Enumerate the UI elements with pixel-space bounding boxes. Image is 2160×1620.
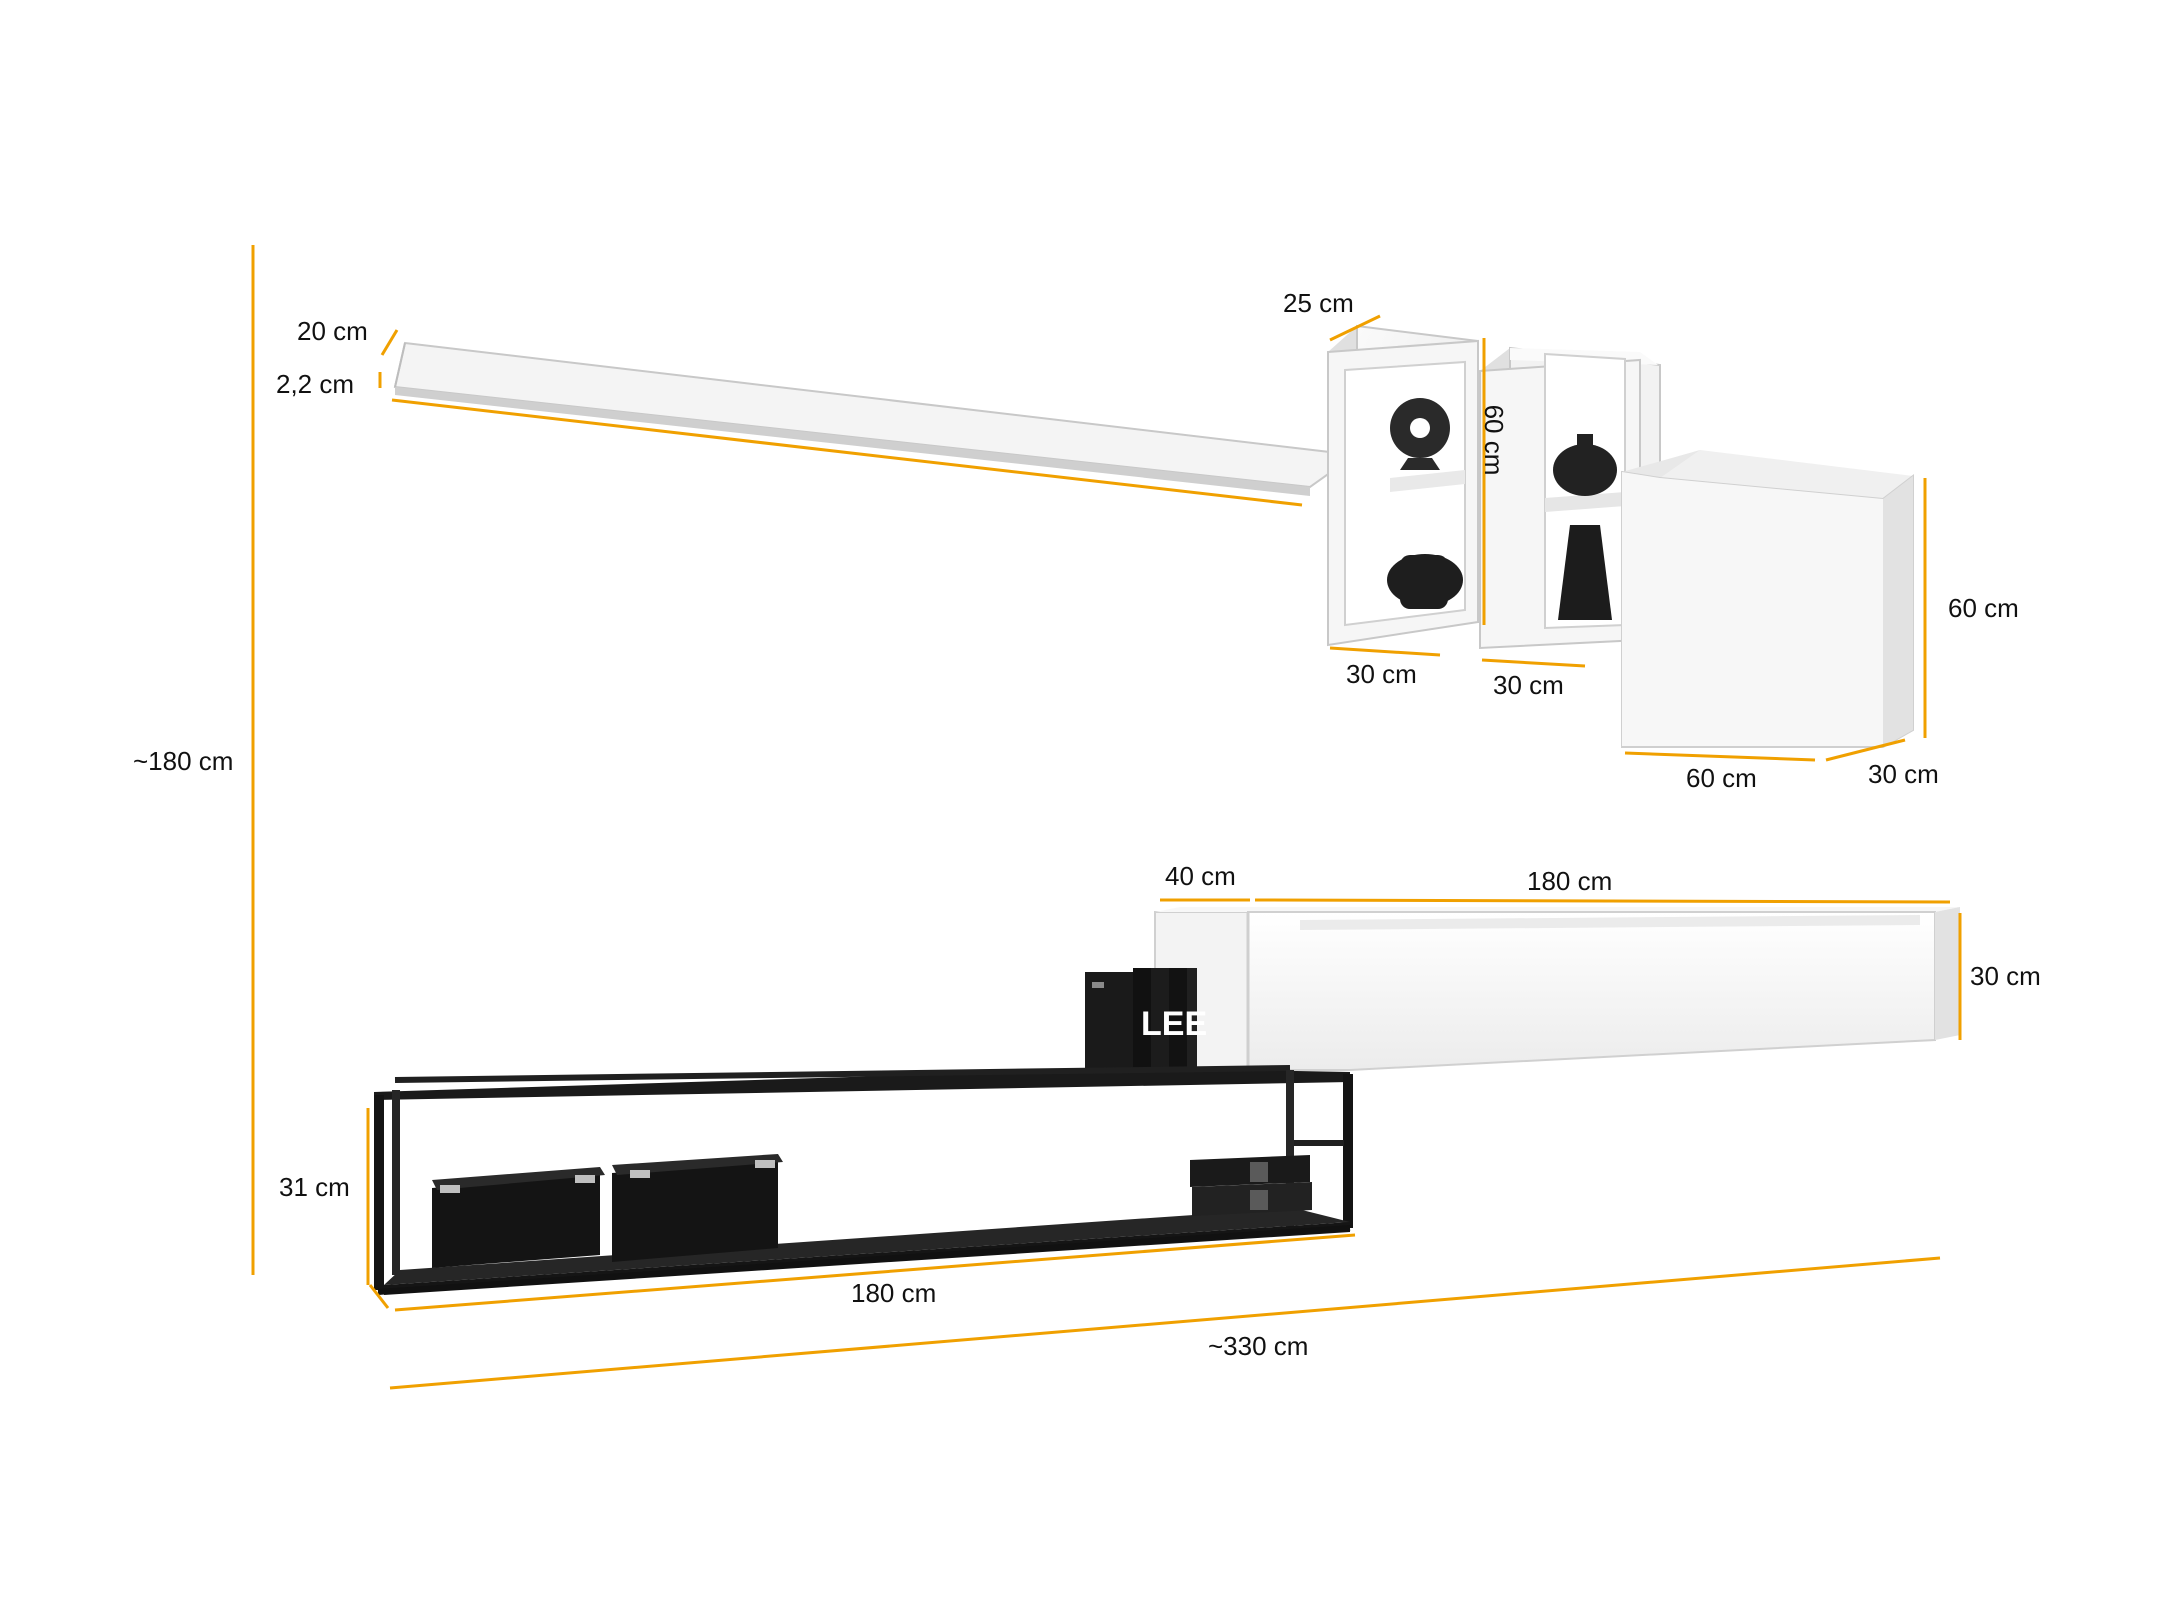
label-cube-width: 60 cm <box>1686 763 1757 793</box>
figurine-decoration <box>1387 554 1463 609</box>
hanging-lowboard-cabinet <box>1154 907 1960 1071</box>
books-stack-bottom <box>1190 1155 1312 1216</box>
label-cabinet-depth: 40 cm <box>1165 861 1236 891</box>
dim-line-vitrine1-width <box>1329 646 1441 657</box>
label-cabinet-width: 180 cm <box>1527 866 1612 896</box>
wall-shelf <box>393 341 1358 496</box>
vase-decoration-top <box>1553 434 1617 496</box>
dimension-lines <box>251 245 1962 1390</box>
storage-box-2 <box>612 1154 783 1262</box>
label-shelf-depth: 20 cm <box>297 316 368 346</box>
label-cabinet-height: 30 cm <box>1970 961 2041 991</box>
gear-decoration <box>1390 398 1450 470</box>
dim-line-cube-depth <box>1825 738 1906 762</box>
book-spine-text: LEE <box>1141 1005 1207 1043</box>
metal-rack-shelf <box>374 1065 1353 1295</box>
cube-cabinet <box>1621 450 1914 748</box>
vase-decoration-bottom <box>1558 525 1612 620</box>
dim-line-rack-depth <box>368 1284 390 1309</box>
storage-box-1 <box>432 1167 605 1268</box>
label-rack-height: 31 cm <box>279 1172 350 1202</box>
label-rack-width: 180 cm <box>851 1278 936 1308</box>
dim-line-rack-width <box>394 1233 1356 1312</box>
dim-line-shelf-length <box>391 398 1303 507</box>
vitrine-cabinet-1 <box>1327 324 1479 647</box>
books-stack-top: LEE <box>1085 968 1207 1072</box>
label-cube-depth: 30 cm <box>1868 759 1939 789</box>
dim-line-vitrine2-width <box>1481 658 1586 668</box>
label-vitrine-height: 60 cm <box>1479 405 1509 476</box>
label-total-height: ~180 cm <box>133 746 233 776</box>
label-vitrine-depth: 25 cm <box>1283 288 1354 318</box>
dim-line-cabinet-width <box>1254 898 1951 904</box>
dim-line-total-width <box>389 1256 1941 1390</box>
label-cube-height: 60 cm <box>1948 593 2019 623</box>
label-vitrine2-width: 30 cm <box>1493 670 1564 700</box>
label-total-width: ~330 cm <box>1208 1331 1308 1361</box>
dim-line-vitrine-depth <box>1329 314 1381 342</box>
dim-line-cube-width <box>1624 751 1816 762</box>
label-shelf-thickness: 2,2 cm <box>276 369 354 399</box>
label-vitrine1-width: 30 cm <box>1346 659 1417 689</box>
dim-line-shelf-depth <box>380 329 399 356</box>
